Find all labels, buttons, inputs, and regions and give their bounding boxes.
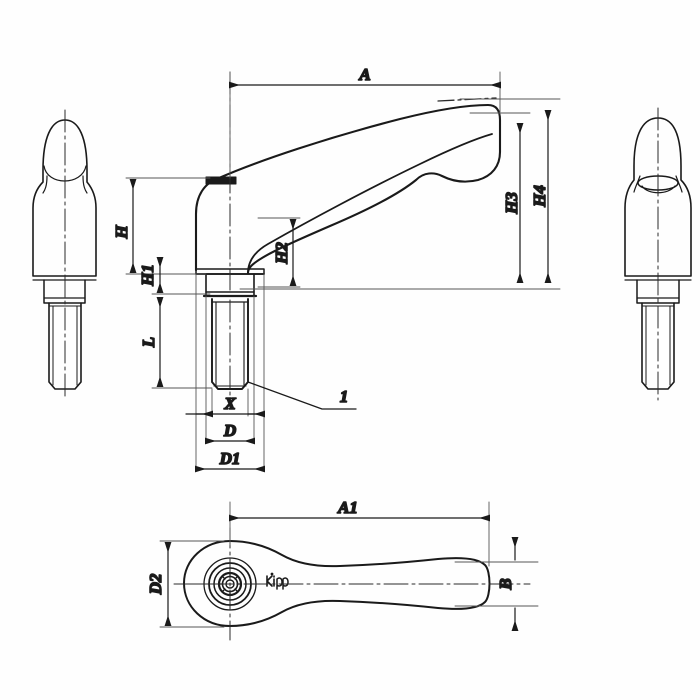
lever-arm-outline — [194, 103, 502, 275]
dim-X-label: X — [223, 394, 236, 413]
dim-H3-label: H3 — [502, 192, 521, 215]
front-view — [32, 109, 97, 401]
dimension-A: A — [228, 64, 502, 179]
dim-H4-label: H4 — [530, 185, 549, 208]
plan-view-outline — [183, 540, 491, 627]
dimension-H4: H4 — [239, 98, 561, 290]
rear-view — [624, 107, 692, 401]
dimension-D2: D2 — [145, 540, 225, 628]
dimension-X: X — [185, 393, 266, 418]
item-callout-1: 1 — [247, 381, 357, 410]
dim-D-label: D — [223, 421, 236, 440]
front-view-notch-left — [42, 175, 48, 194]
rear-view-notch-left — [633, 175, 641, 193]
dimension-A1: A1 — [228, 497, 491, 567]
dimension-D1: D1 — [194, 448, 266, 473]
dim-H-label: H — [112, 225, 131, 240]
dim-A1-label: A1 — [337, 498, 358, 517]
dim-A-label: A — [358, 65, 370, 84]
plan-view — [173, 527, 531, 641]
dimension-B: B — [454, 536, 539, 632]
dimension-H1: H1 — [137, 256, 211, 295]
front-view-body — [32, 119, 97, 277]
dimension-D: D — [204, 420, 256, 445]
dim-L-label: L — [139, 337, 158, 348]
dimension-stack-bottom: X D D1 — [185, 273, 266, 473]
tip-reference-line — [437, 97, 497, 102]
dim-H1-label: H1 — [138, 264, 157, 287]
dim-D2-label: D2 — [146, 573, 165, 595]
rear-view-notch-right — [675, 175, 683, 193]
rear-view-collar — [636, 279, 680, 304]
kipp-logo — [266, 572, 289, 590]
dim-B-label: B — [496, 578, 515, 590]
item-1-leader — [247, 381, 357, 410]
dimension-H: H — [111, 177, 211, 275]
dim-D1-label: D1 — [219, 449, 241, 468]
lever-arm-inner-edge — [247, 133, 493, 274]
dimension-H3: H3 — [469, 112, 531, 284]
section-view — [194, 71, 502, 401]
dimension-H2: H2 — [257, 217, 301, 288]
rear-view-body — [624, 117, 692, 277]
front-view-notch-right — [82, 175, 88, 194]
dimension-L: L — [138, 296, 213, 389]
item-1-label: 1 — [340, 387, 349, 406]
dim-H2-label: H2 — [272, 242, 291, 265]
section-stud — [211, 298, 249, 390]
boss-top-tab — [205, 176, 237, 185]
